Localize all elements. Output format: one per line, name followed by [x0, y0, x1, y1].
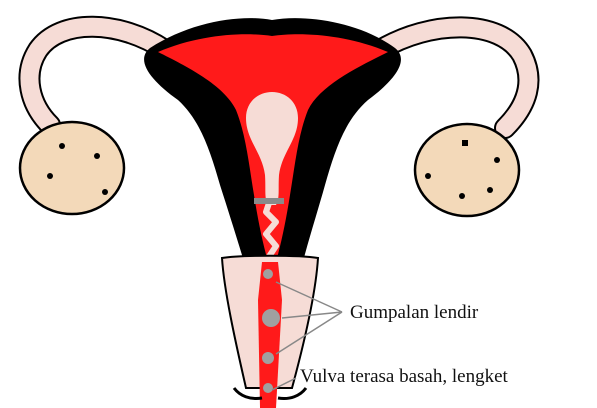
vulva-label: Vulva terasa basah, lengket [300, 366, 508, 387]
follicle-dot [462, 140, 468, 146]
follicle-dot [487, 187, 493, 193]
follicle-dot [425, 173, 431, 179]
follicle-dot [94, 153, 100, 159]
follicle-dot [47, 173, 53, 179]
follicle-dot [494, 157, 500, 163]
mucus-label: Gumpalan lendir [350, 302, 479, 323]
follicle-dot [102, 189, 108, 195]
cervix-marker [254, 198, 284, 204]
follicle-dot [59, 143, 65, 149]
right-fallopian-tube [380, 27, 528, 128]
right-ovary [415, 124, 519, 216]
left-fallopian-tube [29, 27, 165, 125]
left-ovary [20, 122, 124, 214]
follicle-dot [459, 193, 465, 199]
